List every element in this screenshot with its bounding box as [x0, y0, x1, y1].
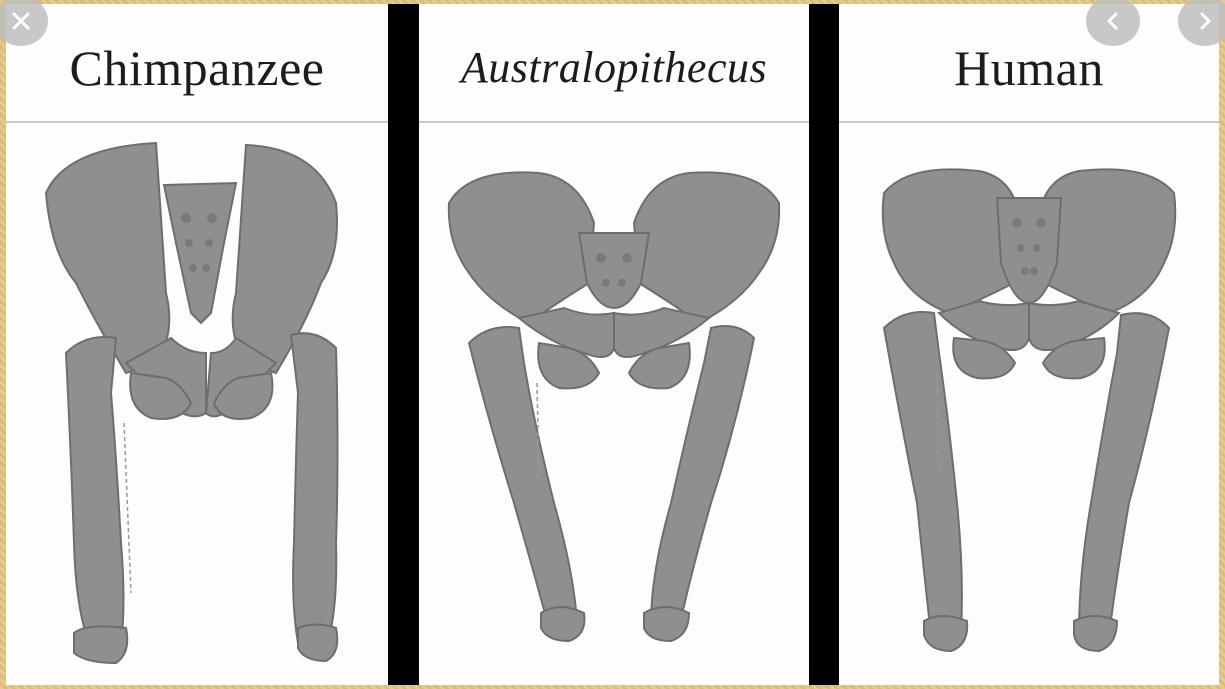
panel-human: Human [839, 4, 1219, 685]
image-viewer: Chimpanzee [6, 4, 1219, 685]
panel-title-australopithecus: Australopithecus [461, 42, 767, 93]
panel-header: Chimpanzee [6, 4, 388, 123]
panel-title-chimpanzee: Chimpanzee [70, 39, 325, 97]
panel-title-human: Human [954, 39, 1104, 97]
close-icon [10, 10, 32, 32]
panel-australopithecus: Australopithecus [419, 4, 809, 685]
chevron-right-icon [1194, 10, 1216, 32]
chevron-left-icon [1102, 10, 1124, 32]
human-pelvis-illustration [839, 123, 1219, 685]
panel-header: Human [839, 4, 1219, 123]
panel-chimpanzee: Chimpanzee [6, 4, 388, 685]
panel-header: Australopithecus [419, 4, 809, 123]
australopithecus-pelvis-illustration [419, 123, 809, 685]
chimpanzee-pelvis-illustration [6, 123, 388, 685]
